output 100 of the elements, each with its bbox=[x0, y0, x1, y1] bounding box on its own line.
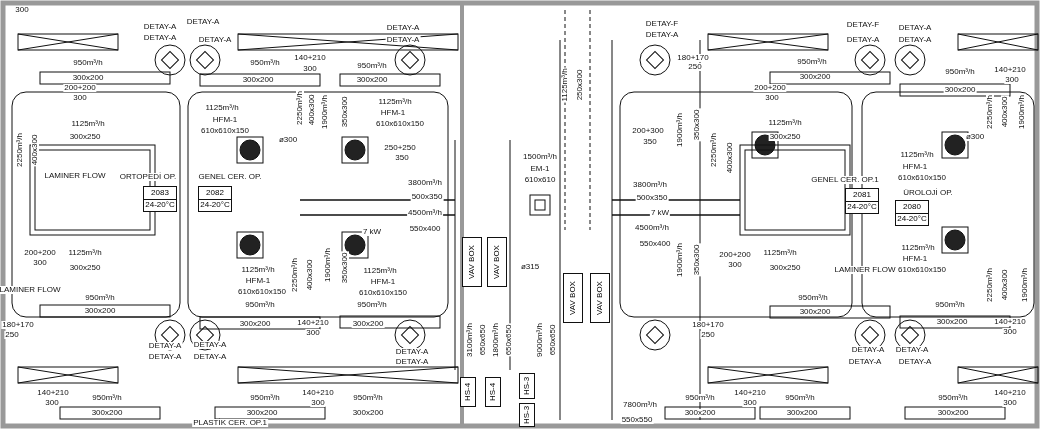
annotation-text: 950m³/h bbox=[84, 294, 116, 302]
detail-tag: DETAY-A bbox=[197, 36, 233, 44]
annotation-text: 300 bbox=[72, 94, 88, 102]
annotation-text: 180+170 bbox=[1, 321, 35, 329]
heater-box: HS-3 bbox=[519, 403, 535, 427]
annotation-text: 550x400 bbox=[638, 240, 672, 248]
room-name: GENEL CER. OP.1 bbox=[810, 176, 880, 184]
annotation-text: 300x200 bbox=[245, 409, 279, 417]
annotation-text: 2250m³/h bbox=[986, 94, 994, 130]
annotation-text: 610x610 bbox=[523, 176, 557, 184]
annotation-text: 1125m³/h bbox=[899, 151, 935, 159]
annotation-text: 4500m³/h bbox=[634, 224, 670, 232]
annotation-text: 140+210 bbox=[301, 389, 335, 397]
detail-tag: DETAY-A bbox=[385, 24, 421, 32]
annotation-text: HFM-1 bbox=[379, 109, 407, 117]
annotation-text: 950m³/h bbox=[797, 294, 829, 302]
annotation-text: 500x350 bbox=[410, 193, 444, 201]
annotation-text: 140+210 bbox=[993, 66, 1027, 74]
annotation-text: 1900m³/h bbox=[676, 242, 684, 278]
annotation-text: 300 bbox=[44, 399, 60, 407]
room-tag: 2080 24-20°C bbox=[895, 200, 929, 226]
annotation-text: 610x610x150 bbox=[375, 120, 425, 128]
annotation-text: 300x200 bbox=[785, 409, 819, 417]
annotation-text: 1800m³/h bbox=[492, 322, 500, 358]
annotation-text: 300 bbox=[305, 329, 321, 337]
annotation-text: 950m³/h bbox=[356, 62, 388, 70]
room-tag: 2083 24-20°C bbox=[143, 186, 177, 212]
annotation-text: 140+210 bbox=[993, 318, 1027, 326]
annotation-text: 950m³/h bbox=[244, 301, 276, 309]
annotation-text: 1125m³/h bbox=[70, 120, 106, 128]
heater-box: HS-4 bbox=[485, 377, 501, 407]
annotation-text: 350x300 bbox=[693, 243, 701, 277]
detail-tag: DETAY-A bbox=[897, 24, 933, 32]
annotation-text: 250 bbox=[687, 63, 703, 71]
annotation-text: 350 bbox=[394, 154, 410, 162]
detail-tag: DETAY-F bbox=[644, 20, 680, 28]
annotation-text: 300x200 bbox=[355, 76, 389, 84]
annotation-text: 300 bbox=[310, 399, 326, 407]
annotation-text: 300x200 bbox=[943, 86, 977, 94]
annotation-text: 650x650 bbox=[479, 323, 487, 357]
annotation-text: 250 bbox=[700, 331, 716, 339]
annotation-text: 1125m³/h bbox=[900, 244, 936, 252]
annotation-text: 950m³/h bbox=[356, 301, 388, 309]
annotation-text: 200+200 bbox=[23, 249, 57, 257]
annotation-text: 140+210 bbox=[733, 389, 767, 397]
annotation-text: 550x400 bbox=[408, 225, 442, 233]
annotation-text: LAMINER FLOW bbox=[0, 286, 62, 294]
detail-tag: DETAY-A bbox=[394, 358, 430, 366]
annotation-text: 300 bbox=[764, 94, 780, 102]
detail-tag: DETAY-F bbox=[845, 21, 881, 29]
annotation-text: 140+210 bbox=[293, 54, 327, 62]
annotation-text: 2250m³/h bbox=[291, 257, 299, 293]
annotation-text: 250x300 bbox=[576, 68, 584, 102]
detail-tag: DETAY-A bbox=[644, 31, 680, 39]
annotation-text: 7800m³/h bbox=[622, 401, 658, 409]
annotation-text: 550x550 bbox=[620, 416, 654, 424]
annotation-text: 250 bbox=[4, 331, 20, 339]
detail-tag: DETAY-A bbox=[147, 342, 183, 350]
annotation-text: 9000m³/h bbox=[536, 322, 544, 358]
annotation-text: LAMINER FLOW bbox=[43, 172, 107, 180]
detail-tag: DETAY-A bbox=[192, 353, 228, 361]
annotation-text: 250+250 bbox=[383, 144, 417, 152]
detail-tag: DETAY-A bbox=[897, 36, 933, 44]
annotation-text: 950m³/h bbox=[934, 301, 966, 309]
annotation-text: 200+200 bbox=[718, 251, 752, 259]
annotation-text: 300 bbox=[1002, 399, 1018, 407]
annotation-text: 1900m³/h bbox=[321, 94, 329, 130]
annotation-text: 500x350 bbox=[635, 194, 669, 202]
annotation-text: 610x610x150 bbox=[237, 288, 287, 296]
annotation-text: 950m³/h bbox=[684, 394, 716, 402]
annotation-text: HFM-1 bbox=[901, 163, 929, 171]
annotation-text: 400x300 bbox=[1001, 95, 1009, 129]
annotation-text: 350x300 bbox=[341, 95, 349, 129]
room-name: GENEL CER. OP. bbox=[197, 173, 263, 181]
detail-tag: DETAY-A bbox=[850, 346, 886, 354]
room-tag: 2081 24-20°C bbox=[845, 188, 879, 214]
annotation-text: 140+210 bbox=[36, 389, 70, 397]
annotation-text: 1125m³/h bbox=[767, 119, 803, 127]
annotation-text: 350 bbox=[642, 138, 658, 146]
annotation-text: 3800m³/h bbox=[407, 179, 443, 187]
annotation-text: 300x200 bbox=[71, 74, 105, 82]
annotation-text: EM-1 bbox=[529, 165, 551, 173]
vav-box: VAV BOX bbox=[590, 273, 610, 323]
annotation-text: 300 bbox=[742, 399, 758, 407]
annotation-text: 300x200 bbox=[238, 320, 272, 328]
room-name: ORTOPEDİ OP. bbox=[118, 173, 178, 181]
annotation-text: ø300 bbox=[964, 133, 986, 141]
annotation-text: 1125m³/h bbox=[67, 249, 103, 257]
annotation-text: 300x200 bbox=[936, 409, 970, 417]
annotation-text: 610x610x150 bbox=[897, 266, 947, 274]
annotation-text: 1900m³/h bbox=[1018, 94, 1026, 130]
annotation-text: PLASTİK CER. OP.1 bbox=[192, 419, 268, 427]
annotation-text: 300 bbox=[727, 261, 743, 269]
annotation-text: 950m³/h bbox=[937, 394, 969, 402]
annotation-text: 300x250 bbox=[68, 264, 102, 272]
annotation-text: 3100m³/h bbox=[466, 322, 474, 358]
annotation-text: 300x200 bbox=[351, 320, 385, 328]
vav-box: VAV BOX bbox=[487, 237, 507, 287]
annotation-text: 300x250 bbox=[68, 133, 102, 141]
annotation-text: ø315 bbox=[519, 263, 541, 271]
